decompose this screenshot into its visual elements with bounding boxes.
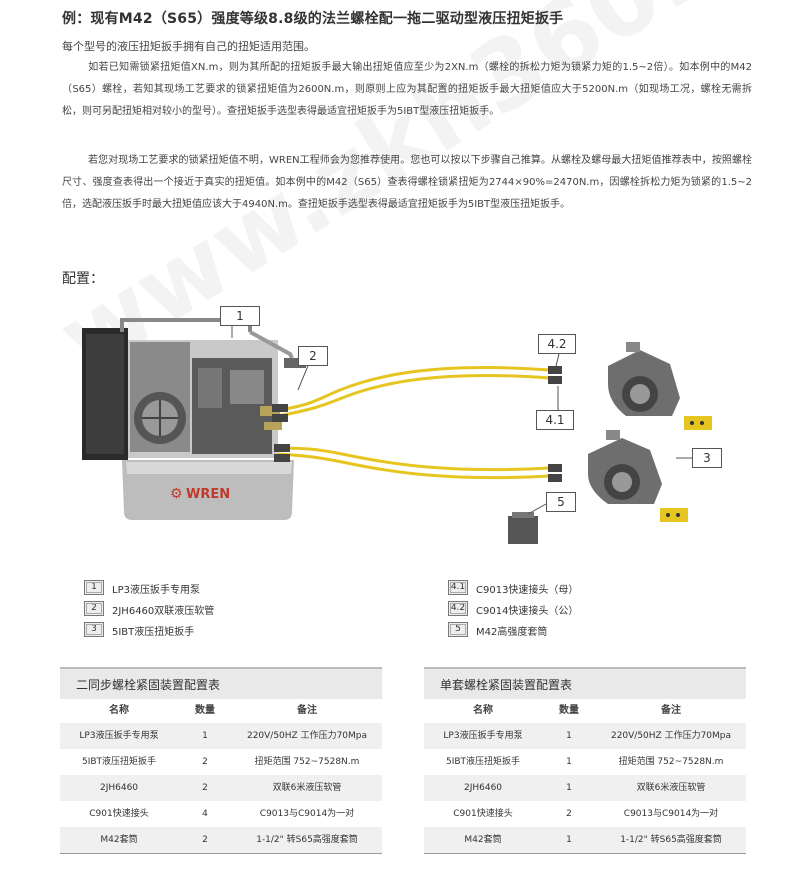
cell-qty: 1 [566, 731, 572, 741]
cell-name: LP3液压扳手专用泵 [79, 731, 159, 741]
cell-name: C901快速接头 [89, 809, 149, 819]
cell-name: LP3液压扳手专用泵 [443, 731, 523, 741]
pump-illustration: ⚙ WREN [82, 318, 306, 520]
cell-note: 1-1/2" 转S65高强度套筒 [256, 835, 358, 845]
cell-name: M42套筒 [100, 835, 138, 845]
callout-2: 2 [298, 346, 328, 366]
legend-text: LP3液压扳手专用泵 [112, 585, 200, 596]
legend-num: 4.1 [448, 580, 468, 595]
col-name: 名称 [473, 705, 493, 716]
cell-note: 1-1/2" 转S65高强度套筒 [620, 835, 722, 845]
cell-qty: 1 [566, 835, 572, 845]
legend-num: 2 [84, 601, 104, 616]
paragraph-1: 如若已知需锁紧扭矩值XN.m，则为其所配的扭矩扳手最大输出扭矩值应至少为2XN.… [62, 57, 752, 123]
single-config-table: 单套螺栓紧固装置配置表 名称 数量 备注 LP3液压扳手专用泵 1 220V/5… [424, 667, 746, 854]
cell-qty: 1 [566, 783, 572, 793]
legend-num: 1 [84, 580, 104, 595]
legend-text: M42高强度套筒 [476, 627, 548, 638]
cell-note: 双联6米液压软管 [636, 783, 706, 793]
cell-qty: 4 [202, 809, 208, 819]
torque-wrench-bottom [588, 430, 688, 522]
col-note: 备注 [661, 705, 681, 716]
configuration-diagram: ⚙ WREN [60, 298, 740, 558]
page-title: 例：现有M42（S65）强度等级8.8级的法兰螺栓配一拖二驱动型液压扭矩扳手 [62, 11, 564, 27]
cell-note: 扭矩范围 752~7528N.m [254, 757, 360, 767]
table-row: C901快速接头 2 C9013与C9014为一对 [424, 801, 746, 827]
sync-config-table: 二同步螺栓紧固装置配置表 名称 数量 备注 LP3液压扳手专用泵 1 220V/… [60, 667, 382, 854]
cell-note: C9013与C9014为一对 [623, 809, 719, 819]
table-row: M42套筒 1 1-1/2" 转S65高强度套筒 [424, 827, 746, 853]
cell-name: 2JH6460 [463, 783, 503, 793]
cell-qty: 1 [202, 731, 208, 741]
legend-text: 2JH6460双联液压软管 [112, 606, 215, 617]
socket-illustration [508, 512, 538, 544]
legend-num: 3 [84, 622, 104, 637]
legend-text: C9013快速接头（母） [476, 585, 579, 596]
callout-5: 5 [546, 492, 576, 512]
legend-text: 5IBT液压扭矩扳手 [112, 627, 195, 638]
wren-logo-text: ⚙ [170, 486, 183, 502]
callout-1: 1 [220, 306, 260, 326]
legend-text: C9014快速接头（公） [476, 606, 579, 617]
cell-name: C901快速接头 [453, 809, 513, 819]
callout-3: 3 [692, 448, 722, 468]
cell-qty: 2 [566, 809, 572, 819]
paragraph-1-text: 如若已知需锁紧扭矩值XN.m，则为其所配的扭矩扳手最大输出扭矩值应至少为2XN.… [62, 62, 752, 117]
col-qty: 数量 [559, 705, 579, 716]
cell-name: 2JH6460 [99, 783, 139, 793]
config-title: 配置： [62, 271, 104, 287]
cell-name: M42套筒 [464, 835, 502, 845]
table-row: LP3液压扳手专用泵 1 220V/50HZ 工作压力70Mpa [424, 723, 746, 749]
cell-qty: 2 [202, 757, 208, 767]
cell-note: 220V/50HZ 工作压力70Mpa [246, 731, 368, 741]
brand-logo: WREN [186, 487, 230, 502]
table-header: 名称 数量 备注 [60, 699, 382, 723]
paragraph-2-text: 若您对现场工艺要求的锁紧扭矩值不明，WREN工程师会为您推荐使用。您也可以按以下… [62, 155, 752, 210]
cell-note: 220V/50HZ 工作压力70Mpa [610, 731, 732, 741]
legend-num: 5 [448, 622, 468, 637]
callout-4-1: 4.1 [536, 410, 574, 430]
cell-qty: 2 [202, 783, 208, 793]
paragraph-2: 若您对现场工艺要求的锁紧扭矩值不明，WREN工程师会为您推荐使用。您也可以按以下… [62, 150, 752, 216]
table-title: 二同步螺栓紧固装置配置表 [60, 667, 382, 699]
table-bottom-rule [60, 853, 382, 854]
table-row: 5IBT液压扭矩扳手 1 扭矩范围 752~7528N.m [424, 749, 746, 775]
table-bottom-rule [424, 853, 746, 854]
cell-name: 5IBT液压扭矩扳手 [445, 757, 521, 767]
table-row: LP3液压扳手专用泵 1 220V/50HZ 工作压力70Mpa [60, 723, 382, 749]
table-row: C901快速接头 4 C9013与C9014为一对 [60, 801, 382, 827]
legend-num: 4.2 [448, 601, 468, 616]
cell-name: 5IBT液压扭矩扳手 [81, 757, 157, 767]
table-title: 单套螺栓紧固装置配置表 [424, 667, 746, 699]
col-note: 备注 [297, 705, 317, 716]
torque-wrench-top [608, 342, 712, 430]
callout-4-2: 4.2 [538, 334, 576, 354]
cell-qty: 1 [566, 757, 572, 767]
cell-note: 扭矩范围 752~7528N.m [618, 757, 724, 767]
intro-text: 每个型号的液压扭矩扳手拥有自己的扭矩适用范围。 [62, 40, 315, 53]
col-name: 名称 [109, 705, 129, 716]
table-row: 2JH6460 1 双联6米液压软管 [424, 775, 746, 801]
table-row: M42套筒 2 1-1/2" 转S65高强度套筒 [60, 827, 382, 853]
cell-qty: 2 [202, 835, 208, 845]
hose-illustration [272, 365, 562, 482]
table-row: 5IBT液压扭矩扳手 2 扭矩范围 752~7528N.m [60, 749, 382, 775]
table-row: 2JH6460 2 双联6米液压软管 [60, 775, 382, 801]
cell-note: 双联6米液压软管 [272, 783, 342, 793]
col-qty: 数量 [195, 705, 215, 716]
cell-note: C9013与C9014为一对 [259, 809, 355, 819]
table-header: 名称 数量 备注 [424, 699, 746, 723]
diagram-illustration: ⚙ WREN [82, 318, 712, 544]
